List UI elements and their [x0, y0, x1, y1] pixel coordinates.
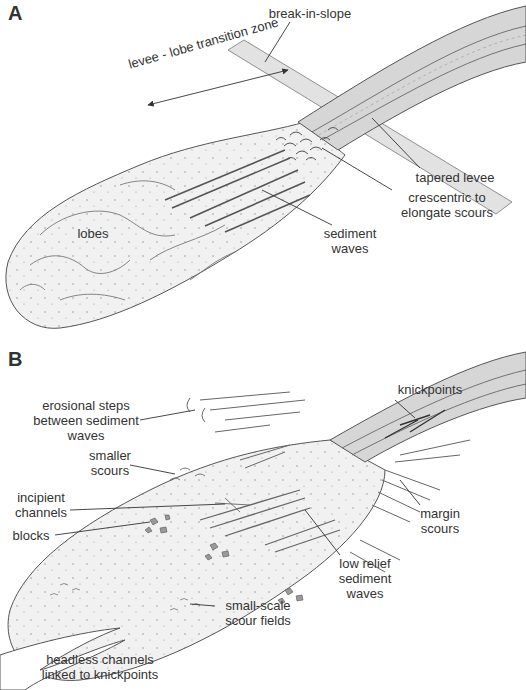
- leader-lines-part: [190, 604, 215, 606]
- leader-lines: [55, 400, 420, 606]
- sediment-waves-part: [225, 195, 310, 232]
- blocks-part: [145, 515, 170, 533]
- leader-lines-part: [55, 522, 150, 535]
- low-relief-sediment-waves: [200, 490, 340, 552]
- crescentic-scours-part: [296, 151, 308, 154]
- lobe-internal-lines: [20, 181, 235, 300]
- panel-letter: B: [8, 348, 32, 370]
- crescentic-scours-part: [284, 143, 296, 146]
- margin-scours-part: [395, 440, 470, 462]
- leader-lines-part: [148, 70, 288, 105]
- leader-lines-part: [400, 480, 420, 505]
- blocks-part: [205, 543, 229, 560]
- levee-channel: [330, 352, 526, 462]
- sediment-waves-part: [190, 170, 298, 218]
- feature-label: crescentric to elongate scours: [392, 190, 502, 220]
- smaller-scours-part: [170, 468, 205, 480]
- crescentic-scours-part: [310, 147, 322, 150]
- low-relief-sediment-waves-part: [265, 520, 340, 552]
- crescentic-scours-part: [306, 158, 316, 161]
- lobe-internal-lines-part: [20, 284, 45, 290]
- crescentic-scours-part: [300, 139, 312, 142]
- scour-fields-part: [50, 584, 80, 596]
- leader-lines-part: [322, 148, 392, 190]
- blocks: [145, 515, 303, 604]
- feature-label: incipient channels: [6, 490, 76, 520]
- lobe-internal-lines-part: [120, 181, 175, 190]
- scour-fields: [50, 584, 200, 611]
- feature-label: headless channels linked to knickpoints: [30, 652, 170, 682]
- feature-label: low relief sediment waves: [320, 556, 410, 601]
- lobe-internal-lines-part: [150, 225, 225, 260]
- crescentic-scours-part: [328, 128, 338, 131]
- lobe-outline: [6, 122, 345, 328]
- panel-letter: A: [8, 2, 32, 24]
- lobe-internal-lines-part: [60, 294, 125, 300]
- crescentic-scours-part: [276, 138, 286, 141]
- lobe-internal-lines-part: [190, 252, 235, 280]
- feature-label: margin scours: [405, 506, 475, 536]
- crescentic-scours-part: [286, 158, 296, 161]
- leader-lines-part: [395, 400, 415, 418]
- levee-channel-part: [298, 6, 526, 150]
- lobe-outline-part: [6, 122, 345, 328]
- leader-lines-part: [70, 504, 225, 510]
- feature-label: blocks: [6, 528, 56, 543]
- erosional-steps: [187, 392, 305, 468]
- feature-label: sediment waves: [315, 226, 385, 256]
- erosional-steps-part: [240, 445, 290, 468]
- feature-label: erosional steps between sediment waves: [30, 398, 142, 443]
- lobe-internal-lines-part: [30, 256, 130, 274]
- feature-label: knickpoints: [385, 382, 475, 397]
- levee-channel: [298, 6, 526, 150]
- leader-lines-part: [262, 190, 332, 225]
- levee-channel-part: [385, 410, 445, 438]
- crescentic-scours: [276, 128, 338, 161]
- crescentic-scours-part: [320, 138, 330, 141]
- leader-lines-part: [130, 465, 175, 474]
- levee-channel-part: [322, 44, 526, 140]
- feature-label: small-scale scour fields: [218, 598, 298, 628]
- sediment-waves: [165, 150, 310, 232]
- low-relief-sediment-waves-part: [200, 490, 310, 536]
- levee-channel-part: [312, 26, 526, 132]
- erosional-steps-part: [200, 392, 305, 432]
- crescentic-scours-part: [290, 132, 302, 135]
- levee-channel-part: [330, 352, 526, 462]
- erosional-steps-part: [187, 398, 205, 422]
- feature-label: lobes: [68, 226, 118, 241]
- feature-label: tapered levee: [405, 170, 505, 185]
- smaller-scours-part: [215, 498, 250, 512]
- leader-lines-part: [305, 510, 340, 555]
- feature-label: smaller scours: [80, 448, 140, 478]
- leader-lines-part: [372, 118, 420, 168]
- leader-lines-part: [140, 410, 195, 420]
- levee-channel-part: [317, 35, 526, 136]
- levee-channel-part: [342, 370, 526, 448]
